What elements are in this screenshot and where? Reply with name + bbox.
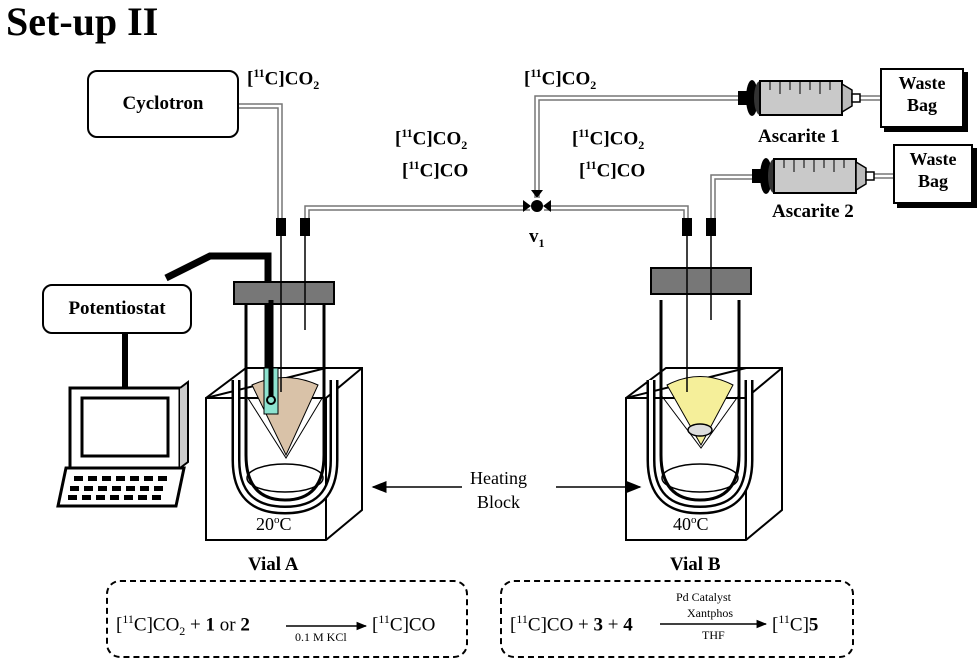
reaction-a-reactants: [11C]CO2 + 1 or 2	[116, 612, 250, 639]
reaction-b-cond-top: Pd Catalyst	[676, 590, 732, 604]
waste-bag-1-line2: Bag	[906, 95, 937, 115]
reaction-b-cond-bottom: THF	[702, 628, 725, 642]
gas-label-right-co: [11C]CO	[579, 158, 646, 182]
computer-icon	[56, 380, 189, 508]
valve-v1-icon	[523, 190, 551, 212]
reaction-b-cond-mid: Xantphos	[687, 606, 733, 620]
reaction-a-box	[106, 580, 468, 658]
ascarite-2-syringe-icon	[752, 158, 875, 194]
vial-a-drawing	[231, 281, 339, 515]
gas-label-left-co2: [11C]CO2	[395, 126, 468, 153]
cyclotron-box: Cyclotron	[87, 70, 239, 138]
vial-a-needles	[276, 218, 310, 392]
waste-bag-1: Waste Bag	[880, 68, 964, 128]
potentiostat-label: Potentiostat	[68, 298, 166, 319]
reaction-b-product: [11C]5	[772, 612, 819, 636]
gas-label-ascarite: [11C]CO2	[524, 66, 597, 93]
gas-label-right-co2: [11C]CO2	[572, 126, 645, 153]
waste-bag-2: Waste Bag	[893, 144, 973, 204]
ascarite-1-label: Ascarite 1	[758, 126, 840, 147]
gas-label-cyclotron: [11C]CO2	[247, 66, 320, 93]
waste-bag-2-line1: Waste	[909, 149, 957, 169]
vial-b-label: Vial B	[670, 554, 721, 575]
temp-a-label: 20oC	[256, 514, 292, 534]
ascarite-1-syringe-icon	[738, 80, 861, 116]
vial-b-needles	[682, 218, 716, 392]
gas-label-left-co: [11C]CO	[402, 158, 469, 182]
reaction-a-product: [11C]CO	[372, 612, 436, 636]
vial-a-label: Vial A	[248, 554, 299, 575]
heating-block-line2: Block	[476, 492, 520, 512]
waste-bag-2-line2: Bag	[917, 171, 948, 191]
vial-b-drawing	[646, 267, 754, 515]
potentiostat-box: Potentiostat	[42, 284, 192, 334]
reaction-b-reactants: [11C]CO + 3 + 4	[510, 612, 633, 636]
reaction-a-condition: 0.1 M KCl	[295, 630, 347, 644]
potentiostat-cable	[164, 252, 272, 400]
page-title: Set-up II	[6, 0, 159, 44]
ascarite-2-label: Ascarite 2	[772, 201, 854, 222]
reaction-b-box	[500, 580, 854, 658]
valve-label: v1	[529, 226, 545, 250]
heating-block-label: Heating Block	[470, 466, 527, 514]
heating-block-line1: Heating	[470, 468, 527, 488]
cyclotron-label: Cyclotron	[122, 93, 204, 114]
temp-b-label: 40oC	[673, 514, 709, 534]
waste-bag-1-line1: Waste	[898, 73, 946, 93]
